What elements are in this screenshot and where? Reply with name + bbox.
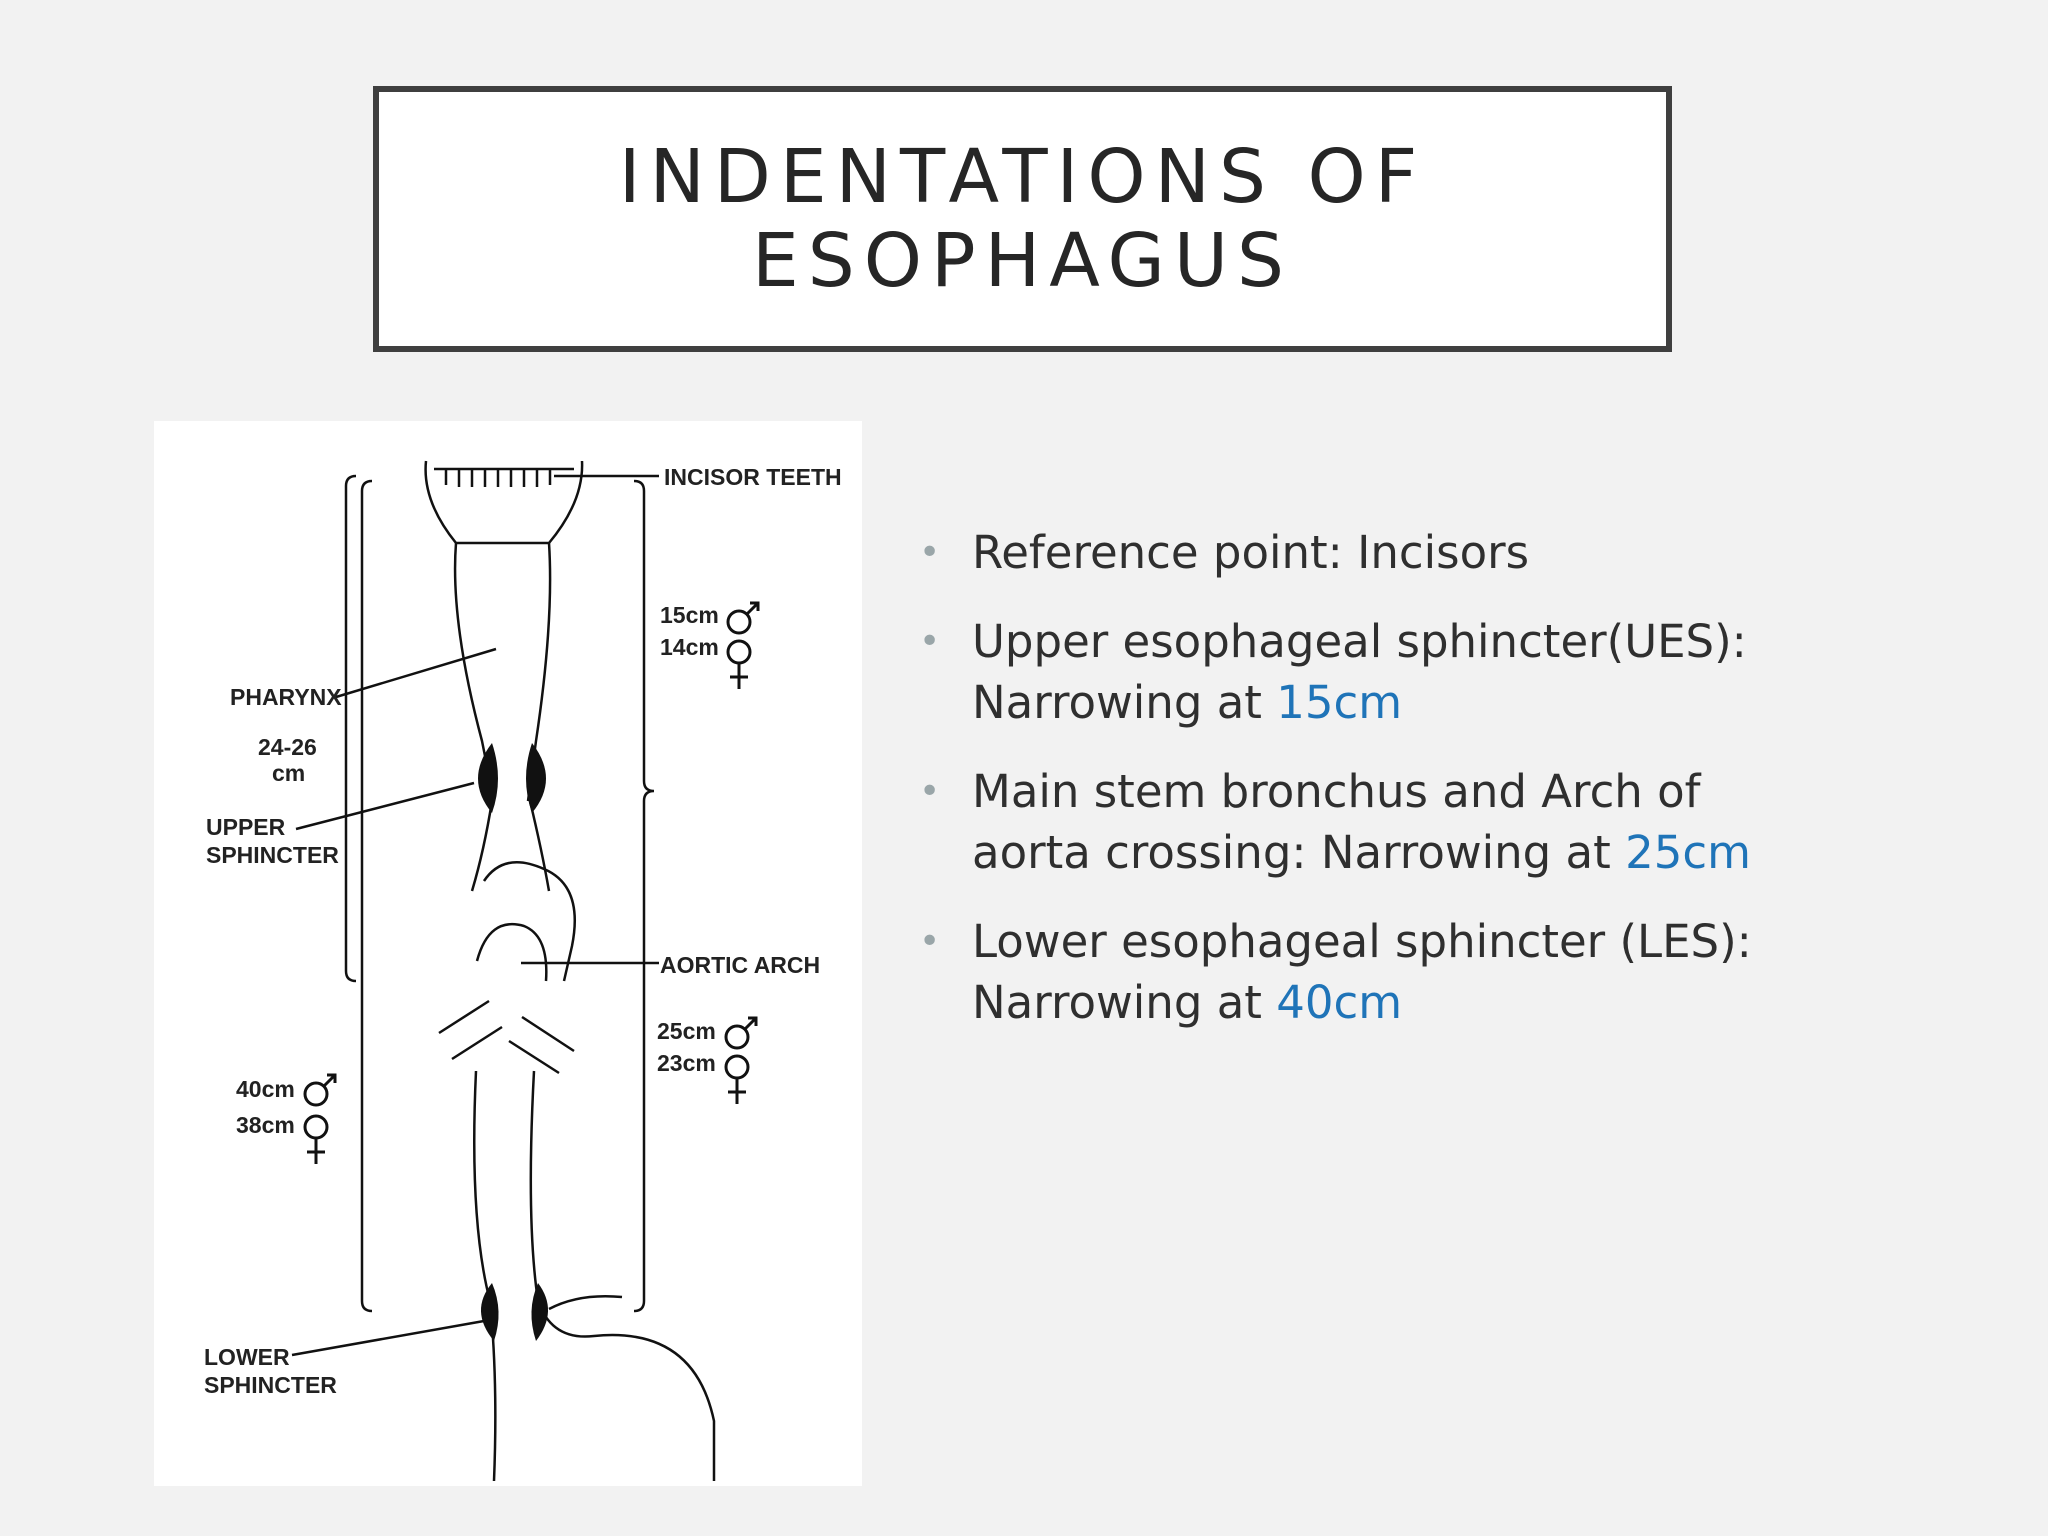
- ues-right-constriction: [526, 743, 546, 813]
- label-aortic-arch: AORTIC ARCH: [660, 952, 820, 978]
- slide-title-box: INDENTATIONS OF ESOPHAGUS: [373, 86, 1672, 352]
- incisor-teeth-icon: [434, 467, 574, 487]
- male-symbol-arrow-icon: [745, 601, 760, 616]
- les-left-constriction: [480, 1283, 499, 1341]
- label-arch-male: 25cm: [657, 1018, 716, 1044]
- bullet-dot-icon: •: [919, 621, 941, 662]
- bullet-dot-icon: •: [919, 532, 941, 573]
- bracket-les: [360, 479, 373, 1313]
- male-symbol-arrow-icon: [743, 1016, 758, 1031]
- esophagus-diagram: INCISOR TEETH PHARYNX 24-26 cm UPPER SPH…: [154, 421, 862, 1486]
- bullet-text: Narrowing at: [972, 976, 1277, 1029]
- bullet-highlight: 25cm: [1625, 826, 1751, 879]
- stomach-right: [536, 1300, 716, 1481]
- bullet-text: Reference point: Incisors: [972, 526, 1530, 579]
- bullet-item: • Lower esophageal sphincter (LES): Narr…: [915, 911, 1935, 1033]
- bullet-item: • Reference point: Incisors: [915, 522, 1935, 583]
- bronchus-outline: [438, 999, 575, 1075]
- esophagus-left-lower: [473, 1070, 492, 1302]
- les-right-constriction: [531, 1283, 549, 1341]
- label-pharynx: PHARYNX: [230, 684, 342, 710]
- esophagus-left-upper: [470, 800, 494, 892]
- slide-title-line-2: ESOPHAGUS: [751, 218, 1294, 304]
- label-upper-sphincter-1: UPPER: [206, 814, 286, 840]
- esophagus-diagram-svg: INCISOR TEETH PHARYNX 24-26 cm UPPER SPH…: [204, 460, 842, 1482]
- ues-left-constriction: [478, 743, 498, 813]
- label-lower-sphincter-1: LOWER: [204, 1344, 290, 1370]
- bullet-text-line1: Lower esophageal sphincter (LES):: [972, 915, 1752, 968]
- female-symbol-cross-icon: [730, 663, 748, 689]
- female-symbol-icon: [724, 1054, 750, 1080]
- bullet-list: • Reference point: Incisors • Upper esop…: [915, 522, 1935, 1061]
- bullet-text-line1: Upper esophageal sphincter(UES):: [972, 615, 1747, 668]
- bullet-text: Narrowing at: [972, 676, 1277, 729]
- label-ues-male: 15cm: [660, 602, 719, 628]
- bullet-item: • Upper esophageal sphincter(UES): Narro…: [915, 611, 1935, 733]
- female-symbol-icon: [303, 1114, 329, 1140]
- label-les-female: 38cm: [236, 1112, 295, 1138]
- male-symbol-icon: [726, 609, 752, 635]
- pharynx-left-wall: [453, 542, 496, 802]
- bullet-text: aorta crossing: Narrowing at: [972, 826, 1626, 879]
- bullet-item: • Main stem bronchus and Arch of aorta c…: [915, 761, 1935, 883]
- pharynx-leader-line: [335, 647, 497, 699]
- label-length-value: 24-26: [258, 734, 317, 760]
- male-symbol-icon: [724, 1024, 750, 1050]
- bullet-highlight: 15cm: [1276, 676, 1403, 729]
- label-upper-sphincter-2: SPHINCTER: [206, 842, 339, 868]
- pharynx-right-wall: [526, 542, 552, 802]
- esophagus-right-upper: [528, 800, 551, 892]
- label-lower-sphincter-2: SPHINCTER: [204, 1372, 337, 1398]
- aortic-arch-inner: [475, 923, 548, 982]
- teeth-outline: [424, 460, 584, 545]
- esophagus-right-lower: [529, 1070, 540, 1302]
- bullet-text-line1: Main stem bronchus and Arch of: [972, 765, 1701, 818]
- label-incisor-teeth: INCISOR TEETH: [664, 464, 842, 490]
- upper-sphincter-leader-line: [295, 781, 475, 831]
- female-symbol-cross-icon: [728, 1078, 746, 1104]
- stomach-fold: [548, 1294, 623, 1311]
- male-symbol-arrow-icon: [322, 1073, 337, 1088]
- aortic-arch-shape: [482, 861, 576, 982]
- label-arch-female: 23cm: [657, 1050, 716, 1076]
- slide-title-line-1: INDENTATIONS OF: [618, 134, 1427, 220]
- bracket-right: [633, 479, 655, 1313]
- label-ues-female: 14cm: [660, 634, 719, 660]
- lower-sphincter-leader-line: [291, 1319, 485, 1357]
- male-symbol-icon: [303, 1081, 329, 1107]
- label-les-male: 40cm: [236, 1076, 295, 1102]
- label-length-unit: cm: [272, 760, 305, 786]
- bullet-highlight: 40cm: [1276, 976, 1403, 1029]
- female-symbol-cross-icon: [307, 1138, 325, 1164]
- bullet-dot-icon: •: [919, 771, 941, 812]
- bullet-dot-icon: •: [919, 921, 941, 962]
- female-symbol-icon: [726, 639, 752, 665]
- bracket-pharynx-outer: [344, 474, 357, 983]
